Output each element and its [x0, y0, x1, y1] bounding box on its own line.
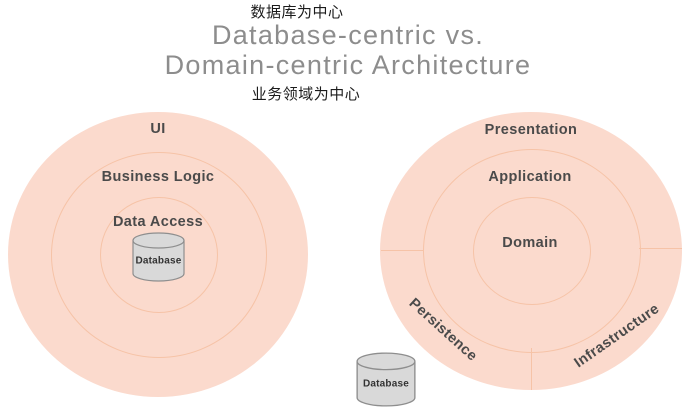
right-database-label: Database — [362, 378, 410, 390]
left-inner-ring — [100, 197, 218, 313]
right-ring-label-presentation: Presentation — [484, 122, 578, 138]
page-title: Database-centric vs. Domain-centric Arch… — [165, 20, 532, 80]
right-middle-ring — [423, 149, 641, 353]
left-ring-label-ui: UI — [150, 121, 166, 137]
segment-divider-right — [639, 248, 682, 249]
left-ring-label-business-logic: Business Logic — [101, 169, 215, 185]
right-ring-label-domain: Domain — [502, 235, 558, 251]
right-inner-ring — [473, 197, 591, 305]
segment-divider-left — [381, 250, 424, 251]
page-title-line1: Database-centric vs. — [211, 20, 485, 50]
database-cylinder-icon: Database — [132, 232, 185, 282]
left-ring-label-data-access: Data Access — [112, 214, 204, 230]
zh-domain-centric-label: 业务领域为中心 — [251, 86, 361, 103]
page-title-line2: Domain-centric Architecture — [164, 50, 532, 80]
left-database-label: Database — [135, 255, 182, 267]
segment-divider-bottom — [531, 348, 532, 390]
zh-database-centric-label: 数据库为中心 — [250, 4, 344, 21]
left-middle-ring — [51, 152, 267, 358]
database-cylinder-shape — [356, 352, 416, 407]
database-cylinder-shape — [132, 232, 185, 282]
right-ring-label-application: Application — [488, 169, 572, 185]
external-database-cylinder-icon: Database — [356, 352, 416, 407]
